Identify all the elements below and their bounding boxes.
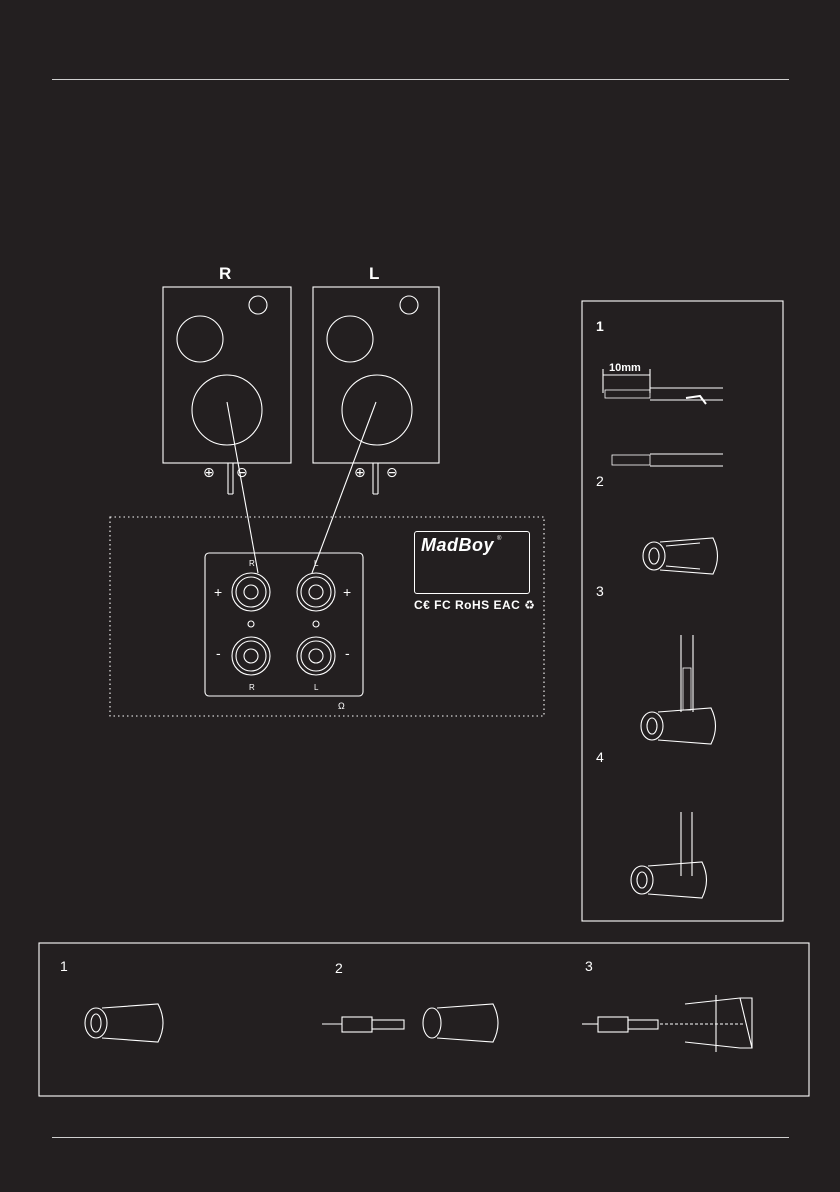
terminal-l-minus xyxy=(297,637,335,675)
terminal-top-label-l: L xyxy=(314,559,318,568)
right-speaker-woofer xyxy=(192,375,262,445)
step4-binding-post xyxy=(631,812,707,898)
bottom-step2-plug-and-post xyxy=(322,1004,498,1042)
side-step-2-number: 2 xyxy=(596,473,604,489)
terminal-bottom-label-l: L xyxy=(314,683,318,692)
side-step-1-number: 1 xyxy=(596,318,604,334)
side-steps-panel xyxy=(582,301,783,921)
terminal-dot-l xyxy=(313,621,319,627)
bottom-step-3-number: 3 xyxy=(585,958,593,974)
terminal-dot-r xyxy=(248,621,254,627)
step2-binding-post xyxy=(643,538,718,574)
terminal-r-minus xyxy=(232,637,270,675)
brand-logo-box: MadBoy ® xyxy=(414,531,530,594)
left-speaker-woofer xyxy=(342,375,412,445)
right-speaker-cable-stub xyxy=(228,463,233,494)
strip-length-label: 10mm xyxy=(609,362,641,374)
right-speaker-tweeter xyxy=(177,316,223,362)
right-speaker-minus-icon: ⊖ xyxy=(236,464,248,481)
left-speaker-minus-icon: ⊖ xyxy=(386,464,398,481)
right-wire xyxy=(227,402,258,573)
plus-label-left: + xyxy=(214,584,222,600)
bottom-steps-panel xyxy=(39,943,809,1096)
left-speaker-tweeter xyxy=(327,316,373,362)
step3-binding-post xyxy=(641,635,716,744)
side-step-4-number: 4 xyxy=(596,749,604,765)
plus-label-right: + xyxy=(343,584,351,600)
left-speaker-port xyxy=(400,296,418,314)
certification-marks: C€ FC RoHS EAC ♻ xyxy=(414,598,535,612)
ohm-symbol: Ω xyxy=(338,701,345,711)
side-step-3-number: 3 xyxy=(596,583,604,599)
terminal-l-plus xyxy=(297,573,335,611)
left-wire xyxy=(312,402,376,573)
bottom-step3-plug-inserted xyxy=(582,995,752,1052)
left-speaker-cable-stub xyxy=(373,463,378,494)
left-speaker-plus-icon: ⊕ xyxy=(354,464,366,481)
terminal-top-label-r: R xyxy=(249,559,255,568)
right-speaker-port xyxy=(249,296,267,314)
terminal-r-plus xyxy=(232,573,270,611)
terminal-bottom-label-r: R xyxy=(249,683,255,692)
bottom-step1-binding-post xyxy=(85,1004,163,1042)
minus-label-right: - xyxy=(345,645,350,661)
right-speaker-plus-icon: ⊕ xyxy=(203,464,215,481)
terminal-plate xyxy=(205,553,363,696)
brand-logo: MadBoy xyxy=(421,535,494,556)
bottom-step-2-number: 2 xyxy=(335,960,343,976)
bottom-step-1-number: 1 xyxy=(60,958,68,974)
registered-mark: ® xyxy=(497,536,501,542)
minus-label-left: - xyxy=(216,645,221,661)
